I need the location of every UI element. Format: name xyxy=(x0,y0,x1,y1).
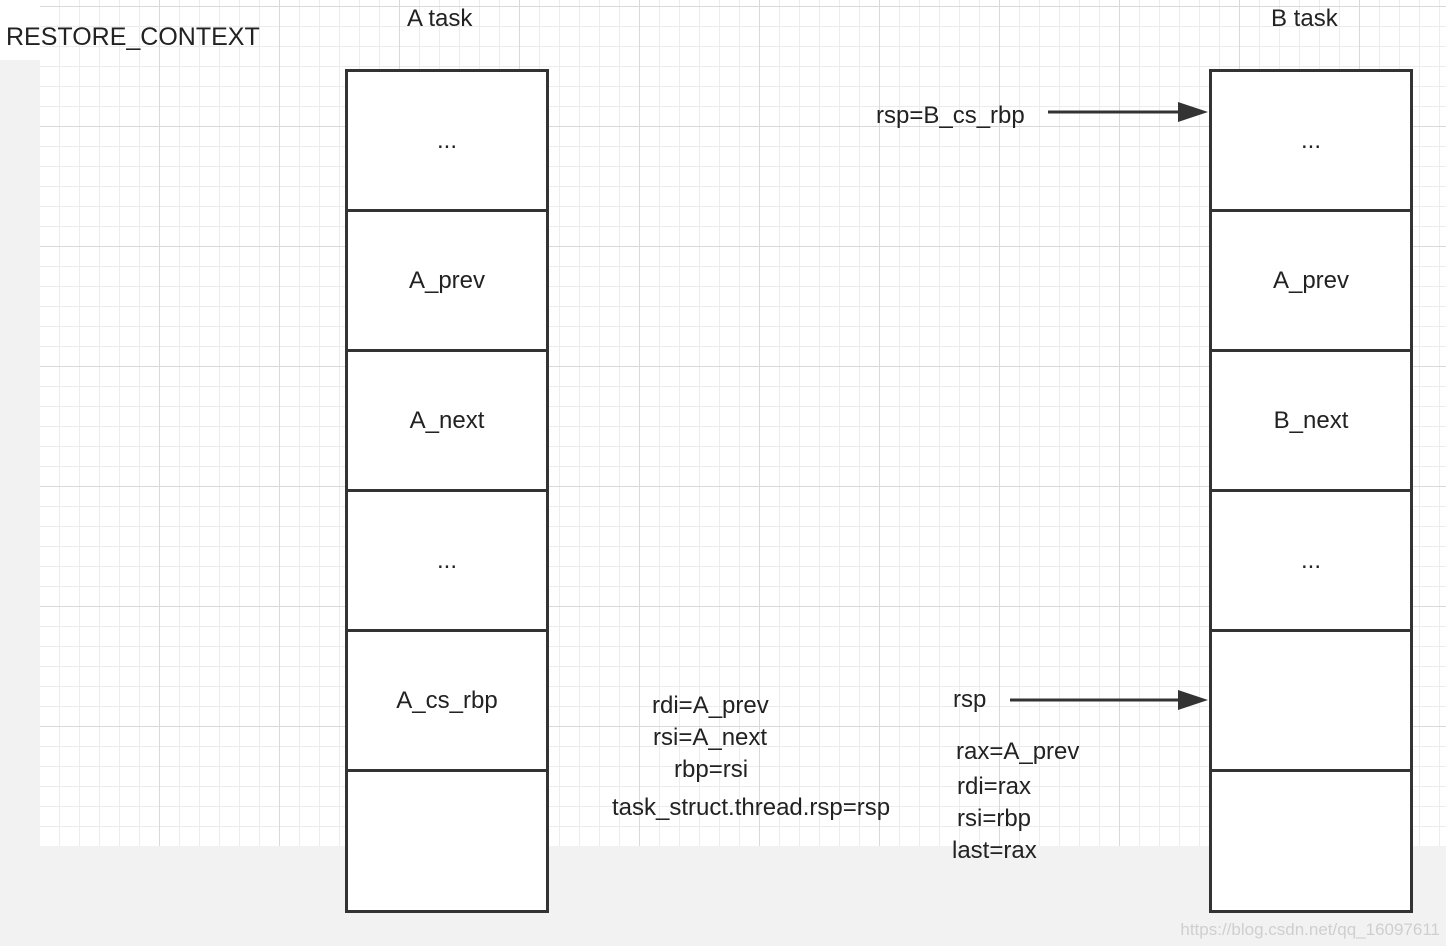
stack-b: ... A_prev B_next ... xyxy=(1209,69,1413,913)
note-left-line: task_struct.thread.rsp=rsp xyxy=(612,794,891,821)
stack-a-title: A task xyxy=(407,5,473,32)
stack-b-cell xyxy=(1212,772,1410,910)
stack-a-cell: A_next xyxy=(348,352,546,492)
watermark: https://blog.csdn.net/qq_16097611 xyxy=(1180,920,1440,939)
note-left-line: rbp=rsi xyxy=(674,756,749,783)
stack-b-cell xyxy=(1212,632,1410,772)
note-right-line: rdi=rax xyxy=(957,773,1032,800)
note-left-line: rdi=A_prev xyxy=(652,692,769,719)
stack-b-cell: ... xyxy=(1212,72,1410,212)
stack-a-cell: ... xyxy=(348,72,546,212)
arrow-bottom-label: rsp xyxy=(953,686,987,713)
note-left-line: rsi=A_next xyxy=(653,724,768,751)
note-right-line: last=rax xyxy=(952,837,1037,864)
stack-a-cell: ... xyxy=(348,492,546,632)
note-right-line: rsi=rbp xyxy=(957,805,1032,832)
white-margin xyxy=(0,0,40,60)
stack-a-cell: A_prev xyxy=(348,212,546,352)
stack-a-cell: A_cs_rbp xyxy=(348,632,546,772)
stack-a: ... A_prev A_next ... A_cs_rbp xyxy=(345,69,549,913)
stack-b-cell: ... xyxy=(1212,492,1410,632)
arrow-bottom-icon xyxy=(1010,690,1208,710)
arrow-top-icon xyxy=(1048,102,1208,122)
stack-b-cell: B_next xyxy=(1212,352,1410,492)
stack-b-cell: A_prev xyxy=(1212,212,1410,352)
stack-b-title: B task xyxy=(1271,5,1338,32)
arrow-top-label: rsp=B_cs_rbp xyxy=(876,102,1025,129)
note-right-line: rax=A_prev xyxy=(956,738,1080,765)
diagram-title: RESTORE_CONTEXT xyxy=(6,23,260,51)
stack-a-cell xyxy=(348,772,546,910)
